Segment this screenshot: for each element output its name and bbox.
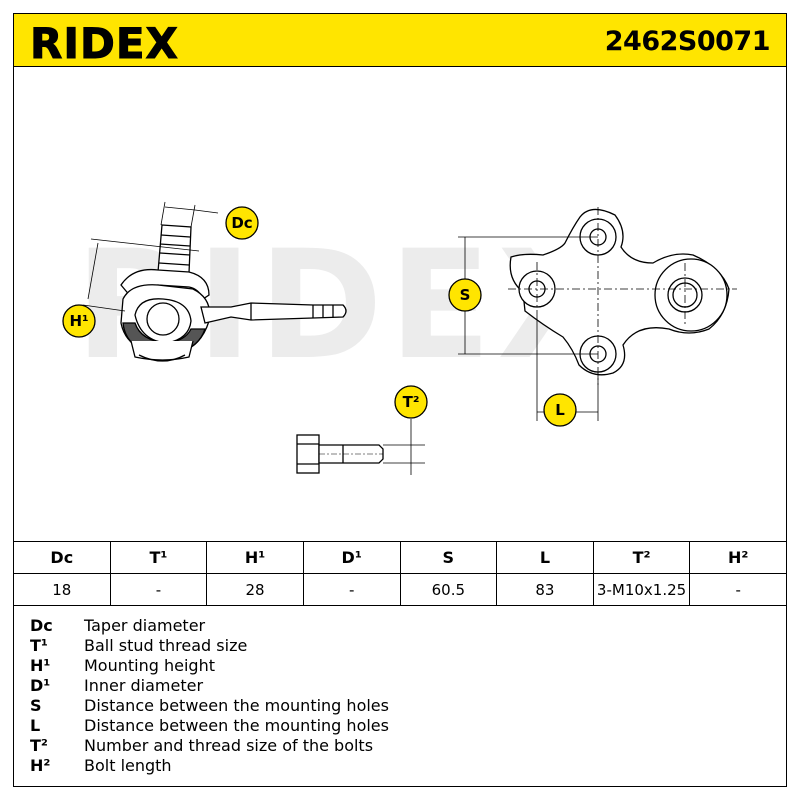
h1-badge [62,304,96,338]
value-cell: 83 [496,573,594,606]
t2-dimension [383,419,425,475]
technical-drawing: RIDEX Dc H [62,201,737,475]
value-cell: 18 [13,573,111,606]
legend-text: Distance between the mounting holes [84,716,389,735]
header-cell: T² [592,541,691,574]
h1-label: H¹ [69,312,88,330]
spec-table: Dc T¹ H¹ D¹ S L T² H² 18 - 28 - 60.5 83 … [13,541,787,606]
ball-joint-side-view [120,224,347,362]
value-cell: 28 [206,573,304,606]
legend: Dc Taper diameter T¹ Ball stud thread size… [30,616,770,776]
part-number: 2462S0071 [604,26,771,57]
value-cell: - [109,573,208,606]
t2-label: T² [403,393,420,411]
dc-dimension [160,201,219,228]
legend-key: H¹ [30,656,51,675]
l-badge [543,393,577,427]
value-cell: - [302,573,401,606]
h1-dimension [82,238,200,312]
header-cell: L [496,541,594,574]
spec-table-header-row: Dc T¹ H¹ D¹ S L T² H² [13,541,787,574]
top-view-centerlines [508,207,737,385]
legend-text: Inner diameter [84,676,204,695]
legend-item: Dc Taper diameter [30,616,770,636]
legend-item: S Distance between the mounting holes [30,696,770,716]
header-cell: S [399,541,498,574]
legend-text: Number and thread size of the bolts [84,736,374,755]
header-cell: H¹ [206,541,304,574]
t2-badge [394,385,428,419]
s-badge [448,278,482,312]
legend-item: L Distance between the mounting holes [30,716,770,736]
spec-table-value-row: 18 - 28 - 60.5 83 3-M10x1.25 - [13,573,787,606]
legend-key: T¹ [30,636,48,655]
header-cell: H² [689,541,787,574]
value-cell: - [689,573,787,606]
legend-item: H¹ Mounting height [30,656,770,676]
legend-item: T² Number and thread size of the bolts [30,736,770,756]
content-frame [13,67,787,787]
legend-item: T¹ Ball stud thread size [30,636,770,656]
legend-key: H² [30,756,51,775]
legend-text: Ball stud thread size [84,636,248,655]
logo-text: RIDEX [30,20,179,64]
legend-key: L [30,716,41,735]
legend-key: D¹ [30,676,51,695]
header-cell: T¹ [109,541,208,574]
legend-text: Taper diameter [84,616,206,635]
bolt-drawing [296,434,384,474]
legend-item: D¹ Inner diameter [30,676,770,696]
l-label: L [555,401,565,419]
legend-text: Distance between the mounting holes [84,696,389,715]
legend-text: Mounting height [84,656,215,675]
legend-key: T² [30,736,48,755]
header-bar: RIDEX 2462S0071 [13,13,787,67]
dc-badge [225,206,259,240]
ridex-logo: RIDEX [30,20,179,64]
header-cell: Dc [13,541,111,574]
legend-key: S [30,696,42,715]
legend-item: H² Bolt length [30,756,770,776]
value-cell: 60.5 [399,573,498,606]
value-cell: 3-M10x1.25 [592,573,691,606]
legend-key: Dc [30,616,53,635]
s-label: S [460,286,471,304]
dc-label: Dc [231,214,252,232]
legend-text: Bolt length [84,756,172,775]
header-cell: D¹ [302,541,401,574]
